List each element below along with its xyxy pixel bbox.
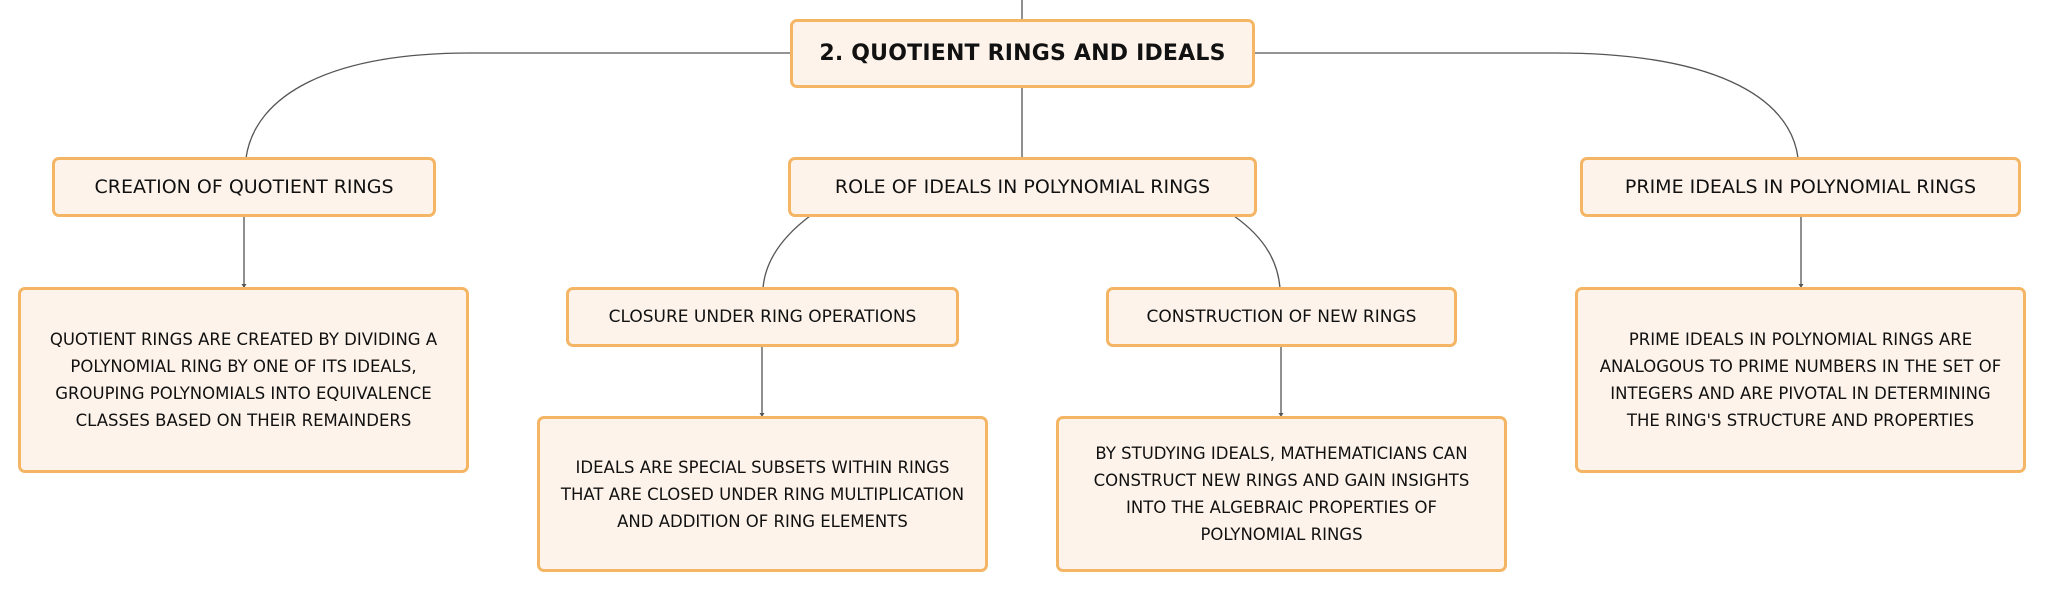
- branch-node-creation-of-quotient-rings[interactable]: CREATION OF QUOTIENT RINGS: [52, 157, 436, 217]
- detail-text: PRIME IDEALS IN POLYNOMIAL RINGS ARE ANA…: [1599, 330, 2002, 430]
- branch-label: ROLE OF IDEALS IN POLYNOMIAL RINGS: [834, 176, 1211, 198]
- subnode-construction-of-new-rings[interactable]: CONSTRUCTION OF NEW RINGS: [1106, 287, 1457, 347]
- detail-prime-ideals[interactable]: PRIME IDEALS IN POLYNOMIAL RINGS ARE ANA…: [1575, 287, 2026, 473]
- detail-text: BY STUDYING IDEALS, MATHEMATICIANS CAN C…: [1093, 444, 1470, 544]
- detail-text: IDEALS ARE SPECIAL SUBSETS WITHIN RINGS …: [560, 457, 965, 531]
- connector-role-to-construction: [1233, 215, 1281, 289]
- detail-creation-of-quotient-rings[interactable]: QUOTIENT RINGS ARE CREATED BY DIVIDING A…: [18, 287, 469, 473]
- branch-node-role-of-ideals[interactable]: ROLE OF IDEALS IN POLYNOMIAL RINGS: [788, 157, 1257, 217]
- connector-root-to-creation: [245, 52, 792, 159]
- branch-label: CREATION OF QUOTIENT RINGS: [94, 176, 394, 198]
- connector-root-to-prime: [1253, 52, 1799, 159]
- branch-node-prime-ideals[interactable]: PRIME IDEALS IN POLYNOMIAL RINGS: [1580, 157, 2021, 217]
- root-label: 2. QUOTIENT RINGS AND IDEALS: [819, 41, 1226, 66]
- subnode-label: CLOSURE UNDER RING OPERATIONS: [608, 307, 917, 327]
- branch-label: PRIME IDEALS IN POLYNOMIAL RINGS: [1624, 176, 1977, 198]
- detail-closure-under-ring-operations[interactable]: IDEALS ARE SPECIAL SUBSETS WITHIN RINGS …: [537, 416, 988, 572]
- detail-construction-of-new-rings[interactable]: BY STUDYING IDEALS, MATHEMATICIANS CAN C…: [1056, 416, 1507, 572]
- connector-role-to-closure: [762, 215, 811, 289]
- subnode-label: CONSTRUCTION OF NEW RINGS: [1146, 307, 1417, 327]
- subnode-closure-under-ring-operations[interactable]: CLOSURE UNDER RING OPERATIONS: [566, 287, 959, 347]
- root-node[interactable]: 2. QUOTIENT RINGS AND IDEALS: [790, 19, 1255, 88]
- detail-text: QUOTIENT RINGS ARE CREATED BY DIVIDING A…: [49, 330, 438, 430]
